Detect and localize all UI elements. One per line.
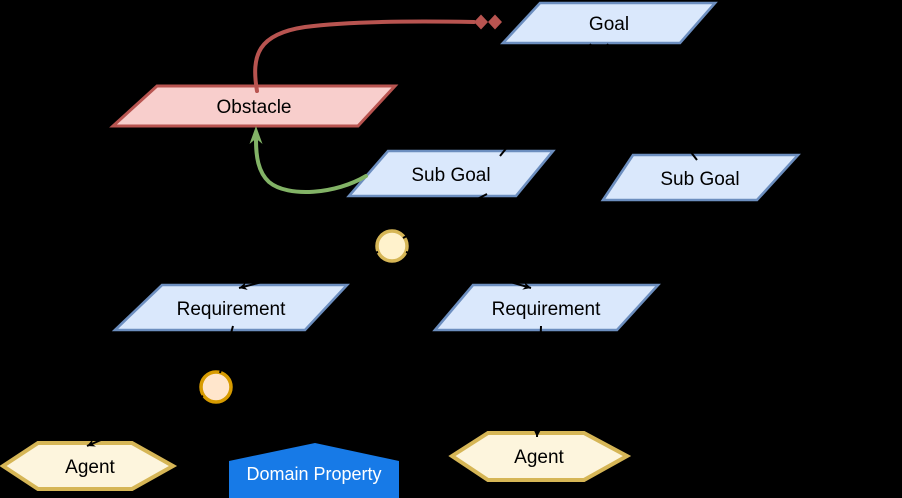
agent-right-label: Agent [514,447,564,468]
agent-left-shape[interactable] [0,441,178,491]
resolution-curve[interactable] [254,138,368,194]
edge-requirement-left-to-junction[interactable] [219,325,234,374]
obstacle-shape[interactable] [109,84,399,128]
agent-right-shape[interactable] [448,431,632,482]
refinement-junction-lower[interactable] [199,370,233,404]
node-domain-property[interactable]: Domain Property [229,443,399,498]
subgoal-left-shape[interactable] [346,149,556,198]
edge-requirement-right-to-agent-right[interactable] [533,325,542,438]
refinement-junction-upper[interactable] [375,229,409,263]
node-agent-left[interactable]: Agent [0,441,178,491]
edge-refinement-subgoal-right-to-goal[interactable] [606,43,698,161]
node-subgoal-left[interactable]: Sub Goal [346,149,556,198]
requirement-right-label: Requirement [492,299,601,320]
domain-property-label: Domain Property [246,464,381,484]
requirement-left-label: Requirement [177,299,286,320]
edge-junction-to-requirement-left[interactable] [238,251,379,290]
requirement-right-shape[interactable] [432,283,661,332]
domain-property-shape[interactable] [229,443,399,498]
green-arrowhead-icon [249,126,263,144]
edge-junction-to-agent-left[interactable] [86,395,204,447]
subgoal-right-shape[interactable] [600,153,801,202]
subgoal-left-label: Sub Goal [411,165,490,186]
obstacle-label: Obstacle [217,97,292,118]
edge-refinement-subgoal-left-to-goal[interactable] [499,43,592,157]
node-agent-right[interactable]: Agent [448,431,632,482]
node-subgoal-right[interactable]: Sub Goal [600,153,801,202]
edge-resolution-subgoal-to-obstacle[interactable] [249,126,368,194]
agent-left-label: Agent [65,457,115,478]
obstruction-curve[interactable] [253,19,476,93]
node-obstacle[interactable]: Obstacle [109,84,399,128]
goal-label: Goal [589,14,629,35]
node-requirement-right[interactable]: Requirement [432,283,661,332]
subgoal-right-label: Sub Goal [660,169,739,190]
edge-obstruction-obstacle-to-goal[interactable] [253,14,502,93]
edge-subgoal-left-to-junction[interactable] [402,193,488,239]
node-goal[interactable]: Goal [500,1,718,45]
requirement-left-shape[interactable] [111,283,350,332]
edge-junction-to-requirement-right[interactable] [405,251,532,290]
goal-shape[interactable] [500,1,718,45]
double-diamond-arrowhead-icon [474,14,502,30]
node-requirement-left[interactable]: Requirement [111,283,350,332]
